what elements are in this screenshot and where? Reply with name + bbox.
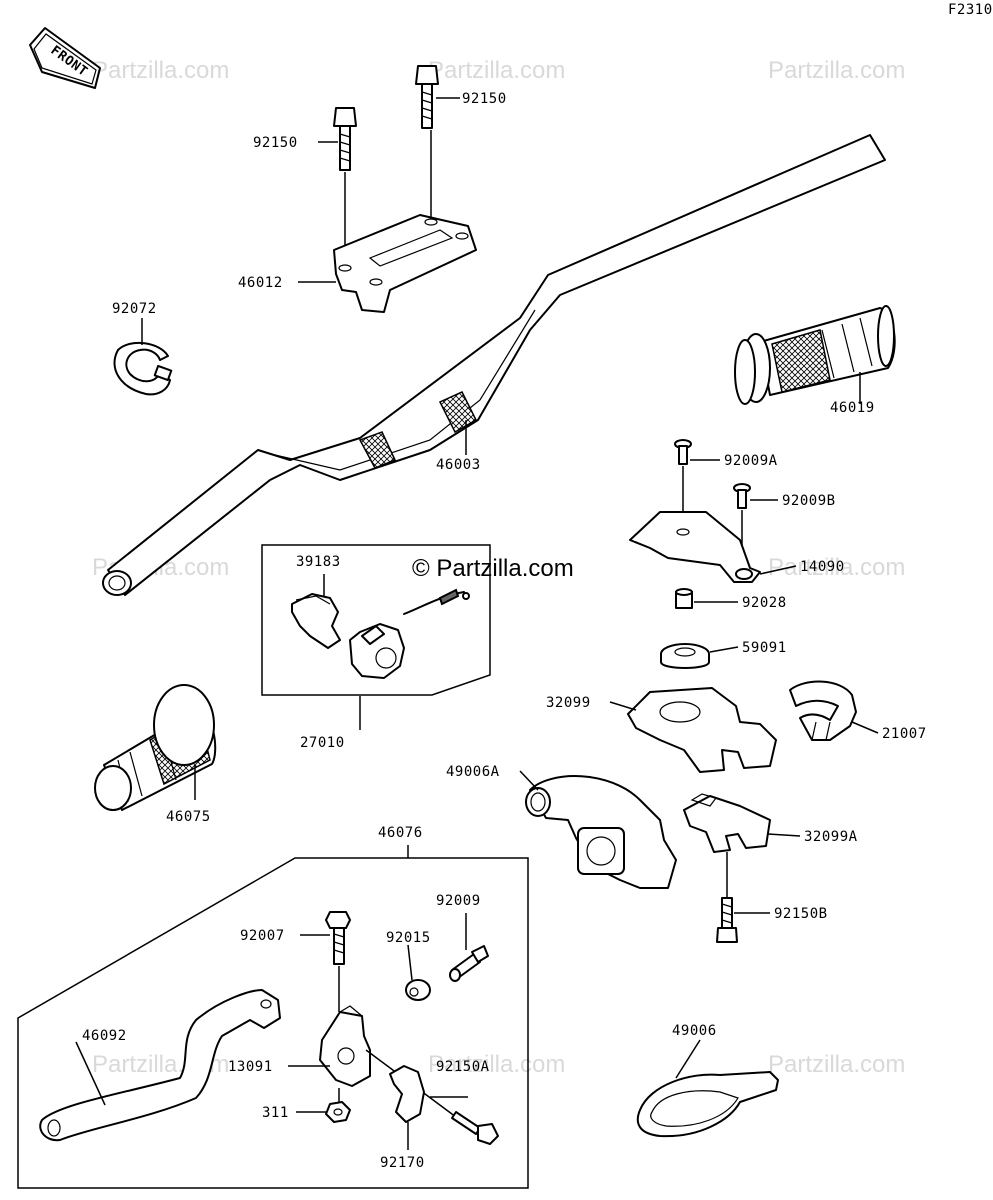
part-number: 46092 <box>82 1028 127 1044</box>
adjuster-bolt <box>449 945 489 982</box>
part-number: 92007 <box>240 928 285 944</box>
part-number: 21007 <box>882 726 927 742</box>
lever-clamp <box>389 1065 425 1123</box>
part-number: 92009A <box>724 453 778 469</box>
watermark-text: Partzilla.com <box>768 57 905 84</box>
part-labels: 92150 92150 46012 92072 46003 46019 9200… <box>82 91 927 1171</box>
part-number: 92150B <box>774 906 828 922</box>
part-number: 59091 <box>742 640 787 656</box>
watermark-text: Partzilla.com <box>428 57 565 84</box>
part-number: 46076 <box>378 825 423 841</box>
part-number: 46003 <box>436 457 481 473</box>
part-number: 92015 <box>386 930 431 946</box>
collar-icon <box>675 588 693 609</box>
part-number: 27010 <box>300 735 345 751</box>
bolt-icon <box>451 1111 499 1145</box>
screw-icon <box>733 483 751 509</box>
left-grip <box>94 684 217 811</box>
handlebar-clamp <box>333 214 477 313</box>
part-number: 92150 <box>462 91 507 107</box>
part-number: 49006 <box>672 1023 717 1039</box>
part-number: 32099 <box>546 695 591 711</box>
part-number: 46019 <box>830 400 875 416</box>
diagram-id: F2310 <box>948 2 993 18</box>
switch-clamp <box>291 593 341 649</box>
part-number: 49006A <box>446 764 500 780</box>
clutch-lever <box>39 989 281 1142</box>
engine-stop-switch <box>349 623 405 679</box>
clip-icon <box>113 341 173 396</box>
part-number: 46012 <box>238 275 283 291</box>
part-number: 92150A <box>436 1059 490 1075</box>
throttle-grip <box>734 305 896 405</box>
pulley-icon <box>660 643 710 669</box>
part-number: 92150 <box>253 135 298 151</box>
nut-icon <box>325 1101 351 1123</box>
bolt-icon <box>415 65 439 129</box>
screw-icon <box>674 439 692 465</box>
part-number: 92028 <box>742 595 787 611</box>
bolt-icon <box>333 107 357 171</box>
watermark-text: Partzilla.com <box>92 57 229 84</box>
grip-cover <box>636 1071 779 1138</box>
part-number: 92170 <box>380 1155 425 1171</box>
part-number: 39183 <box>296 554 341 570</box>
bolt-icon <box>325 911 351 965</box>
bolt-icon <box>716 897 738 943</box>
throttle-housing-lower <box>683 793 771 853</box>
throttle-cover <box>629 511 761 583</box>
front-arrow-icon: FRONT <box>29 27 101 89</box>
leader-lines <box>75 97 879 1113</box>
part-number: 14090 <box>800 559 845 575</box>
throttle-assembly <box>525 775 677 889</box>
throttle-cap <box>789 680 857 741</box>
lever-assembly-box <box>17 857 529 1189</box>
part-number: 13091 <box>228 1059 273 1075</box>
part-number: 92009B <box>782 493 836 509</box>
lever-holder <box>319 1005 371 1087</box>
watermark-text: Partzilla.com <box>428 1051 565 1078</box>
watermark-main: © Partzilla.com <box>412 555 574 582</box>
watermark-text: Partzilla.com <box>768 1051 905 1078</box>
throttle-housing <box>627 687 777 773</box>
handlebar <box>102 134 886 596</box>
adjuster-nut <box>405 979 431 1001</box>
switch-assembly-box <box>261 544 491 696</box>
part-number: 46075 <box>166 809 211 825</box>
part-number: 92072 <box>112 301 157 317</box>
part-number: 311 <box>262 1105 289 1121</box>
part-number: 92009 <box>436 893 481 909</box>
part-number: 32099A <box>804 829 858 845</box>
